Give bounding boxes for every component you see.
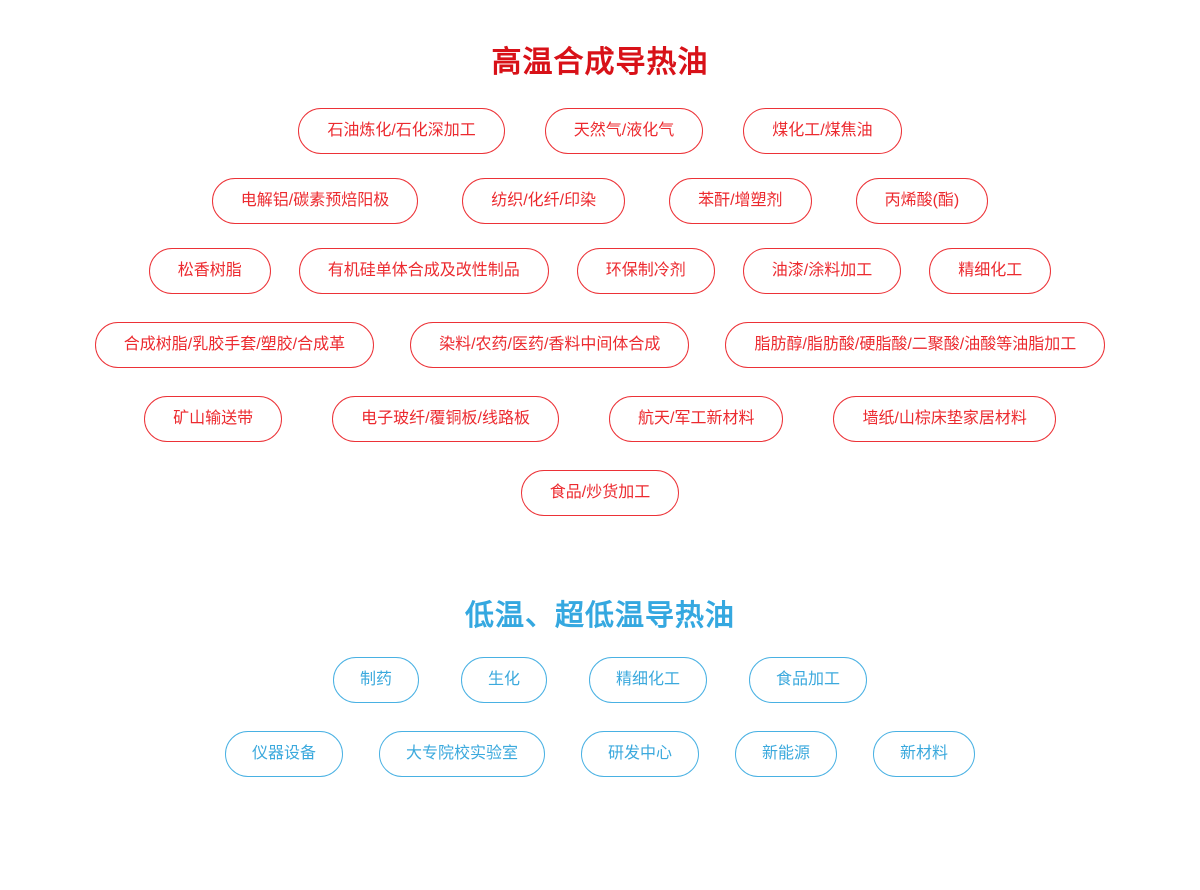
low-temp-pill-grid: 制药 生化 精细化工 食品加工 仪器设备 大专院校实验室 研发中心 新能源 新材… xyxy=(0,657,1200,777)
section-divider-space xyxy=(0,516,1200,602)
page-title-low-temp: 低温、超低温导热油 xyxy=(464,600,735,632)
pill-item[interactable]: 新能源 xyxy=(735,731,838,777)
pill-item[interactable]: 苯酐/增塑剂 xyxy=(669,178,812,224)
pill-row: 制药 生化 精细化工 食品加工 xyxy=(0,657,1200,703)
pill-item[interactable]: 纺织/化纤/印染 xyxy=(462,178,626,224)
pill-row: 仪器设备 大专院校实验室 研发中心 新能源 新材料 xyxy=(0,731,1200,777)
pill-item[interactable]: 大专院校实验室 xyxy=(378,731,545,777)
pill-item[interactable]: 精细化工 xyxy=(929,248,1052,294)
pill-item[interactable]: 天然气/液化气 xyxy=(544,108,704,154)
pill-item[interactable]: 油漆/涂料加工 xyxy=(742,248,902,294)
pill-item[interactable]: 丙烯酸(酯) xyxy=(855,178,989,224)
pill-item[interactable]: 航天/军工新材料 xyxy=(609,396,784,442)
page-title-high-temp: 高温合成导热油 xyxy=(491,46,709,79)
pill-row: 矿山输送带 电子玻纤/覆铜板/线路板 航天/军工新材料 墙纸/山棕床垫家居材料 xyxy=(0,396,1200,442)
pill-item[interactable]: 脂肪醇/脂肪酸/硬脂酸/二聚酸/油酸等油脂加工 xyxy=(725,322,1106,368)
pill-item[interactable]: 矿山输送带 xyxy=(144,396,283,442)
pill-item[interactable]: 电解铝/碳素预焙阳极 xyxy=(211,178,419,224)
pill-item[interactable]: 研发中心 xyxy=(580,731,699,777)
high-temp-pill-grid: 石油炼化/石化深加工 天然气/液化气 煤化工/煤焦油 电解铝/碳素预焙阳极 纺织… xyxy=(0,108,1200,516)
pill-item[interactable]: 煤化工/煤焦油 xyxy=(743,108,902,154)
pill-item[interactable]: 松香树脂 xyxy=(148,248,271,294)
pill-item[interactable]: 环保制冷剂 xyxy=(576,248,715,294)
pill-item[interactable]: 石油炼化/石化深加工 xyxy=(298,108,505,154)
pill-item[interactable]: 生化 xyxy=(460,657,547,703)
pill-item[interactable]: 精细化工 xyxy=(589,657,708,703)
pill-row: 石油炼化/石化深加工 天然气/液化气 煤化工/煤焦油 xyxy=(0,108,1200,154)
pill-item[interactable]: 合成树脂/乳胶手套/塑胶/合成革 xyxy=(94,322,375,368)
pill-item[interactable]: 染料/农药/医药/香料中间体合成 xyxy=(410,322,690,368)
pill-item[interactable]: 制药 xyxy=(332,657,419,703)
pill-row: 食品/炒货加工 xyxy=(0,470,1200,516)
pill-row: 合成树脂/乳胶手套/塑胶/合成革 染料/农药/医药/香料中间体合成 脂肪醇/脂肪… xyxy=(0,322,1200,368)
pill-item[interactable]: 食品/炒货加工 xyxy=(520,470,680,516)
pill-row: 松香树脂 有机硅单体合成及改性制品 环保制冷剂 油漆/涂料加工 精细化工 xyxy=(0,248,1200,294)
pill-item[interactable]: 新材料 xyxy=(873,731,976,777)
pill-item[interactable]: 仪器设备 xyxy=(224,731,343,777)
pill-item[interactable]: 有机硅单体合成及改性制品 xyxy=(298,248,549,294)
pill-item[interactable]: 电子玻纤/覆铜板/线路板 xyxy=(332,396,559,442)
pill-row: 电解铝/碳素预焙阳极 纺织/化纤/印染 苯酐/增塑剂 丙烯酸(酯) xyxy=(0,178,1200,224)
pill-item[interactable]: 墙纸/山棕床垫家居材料 xyxy=(833,396,1056,442)
pill-item[interactable]: 食品加工 xyxy=(749,657,868,703)
